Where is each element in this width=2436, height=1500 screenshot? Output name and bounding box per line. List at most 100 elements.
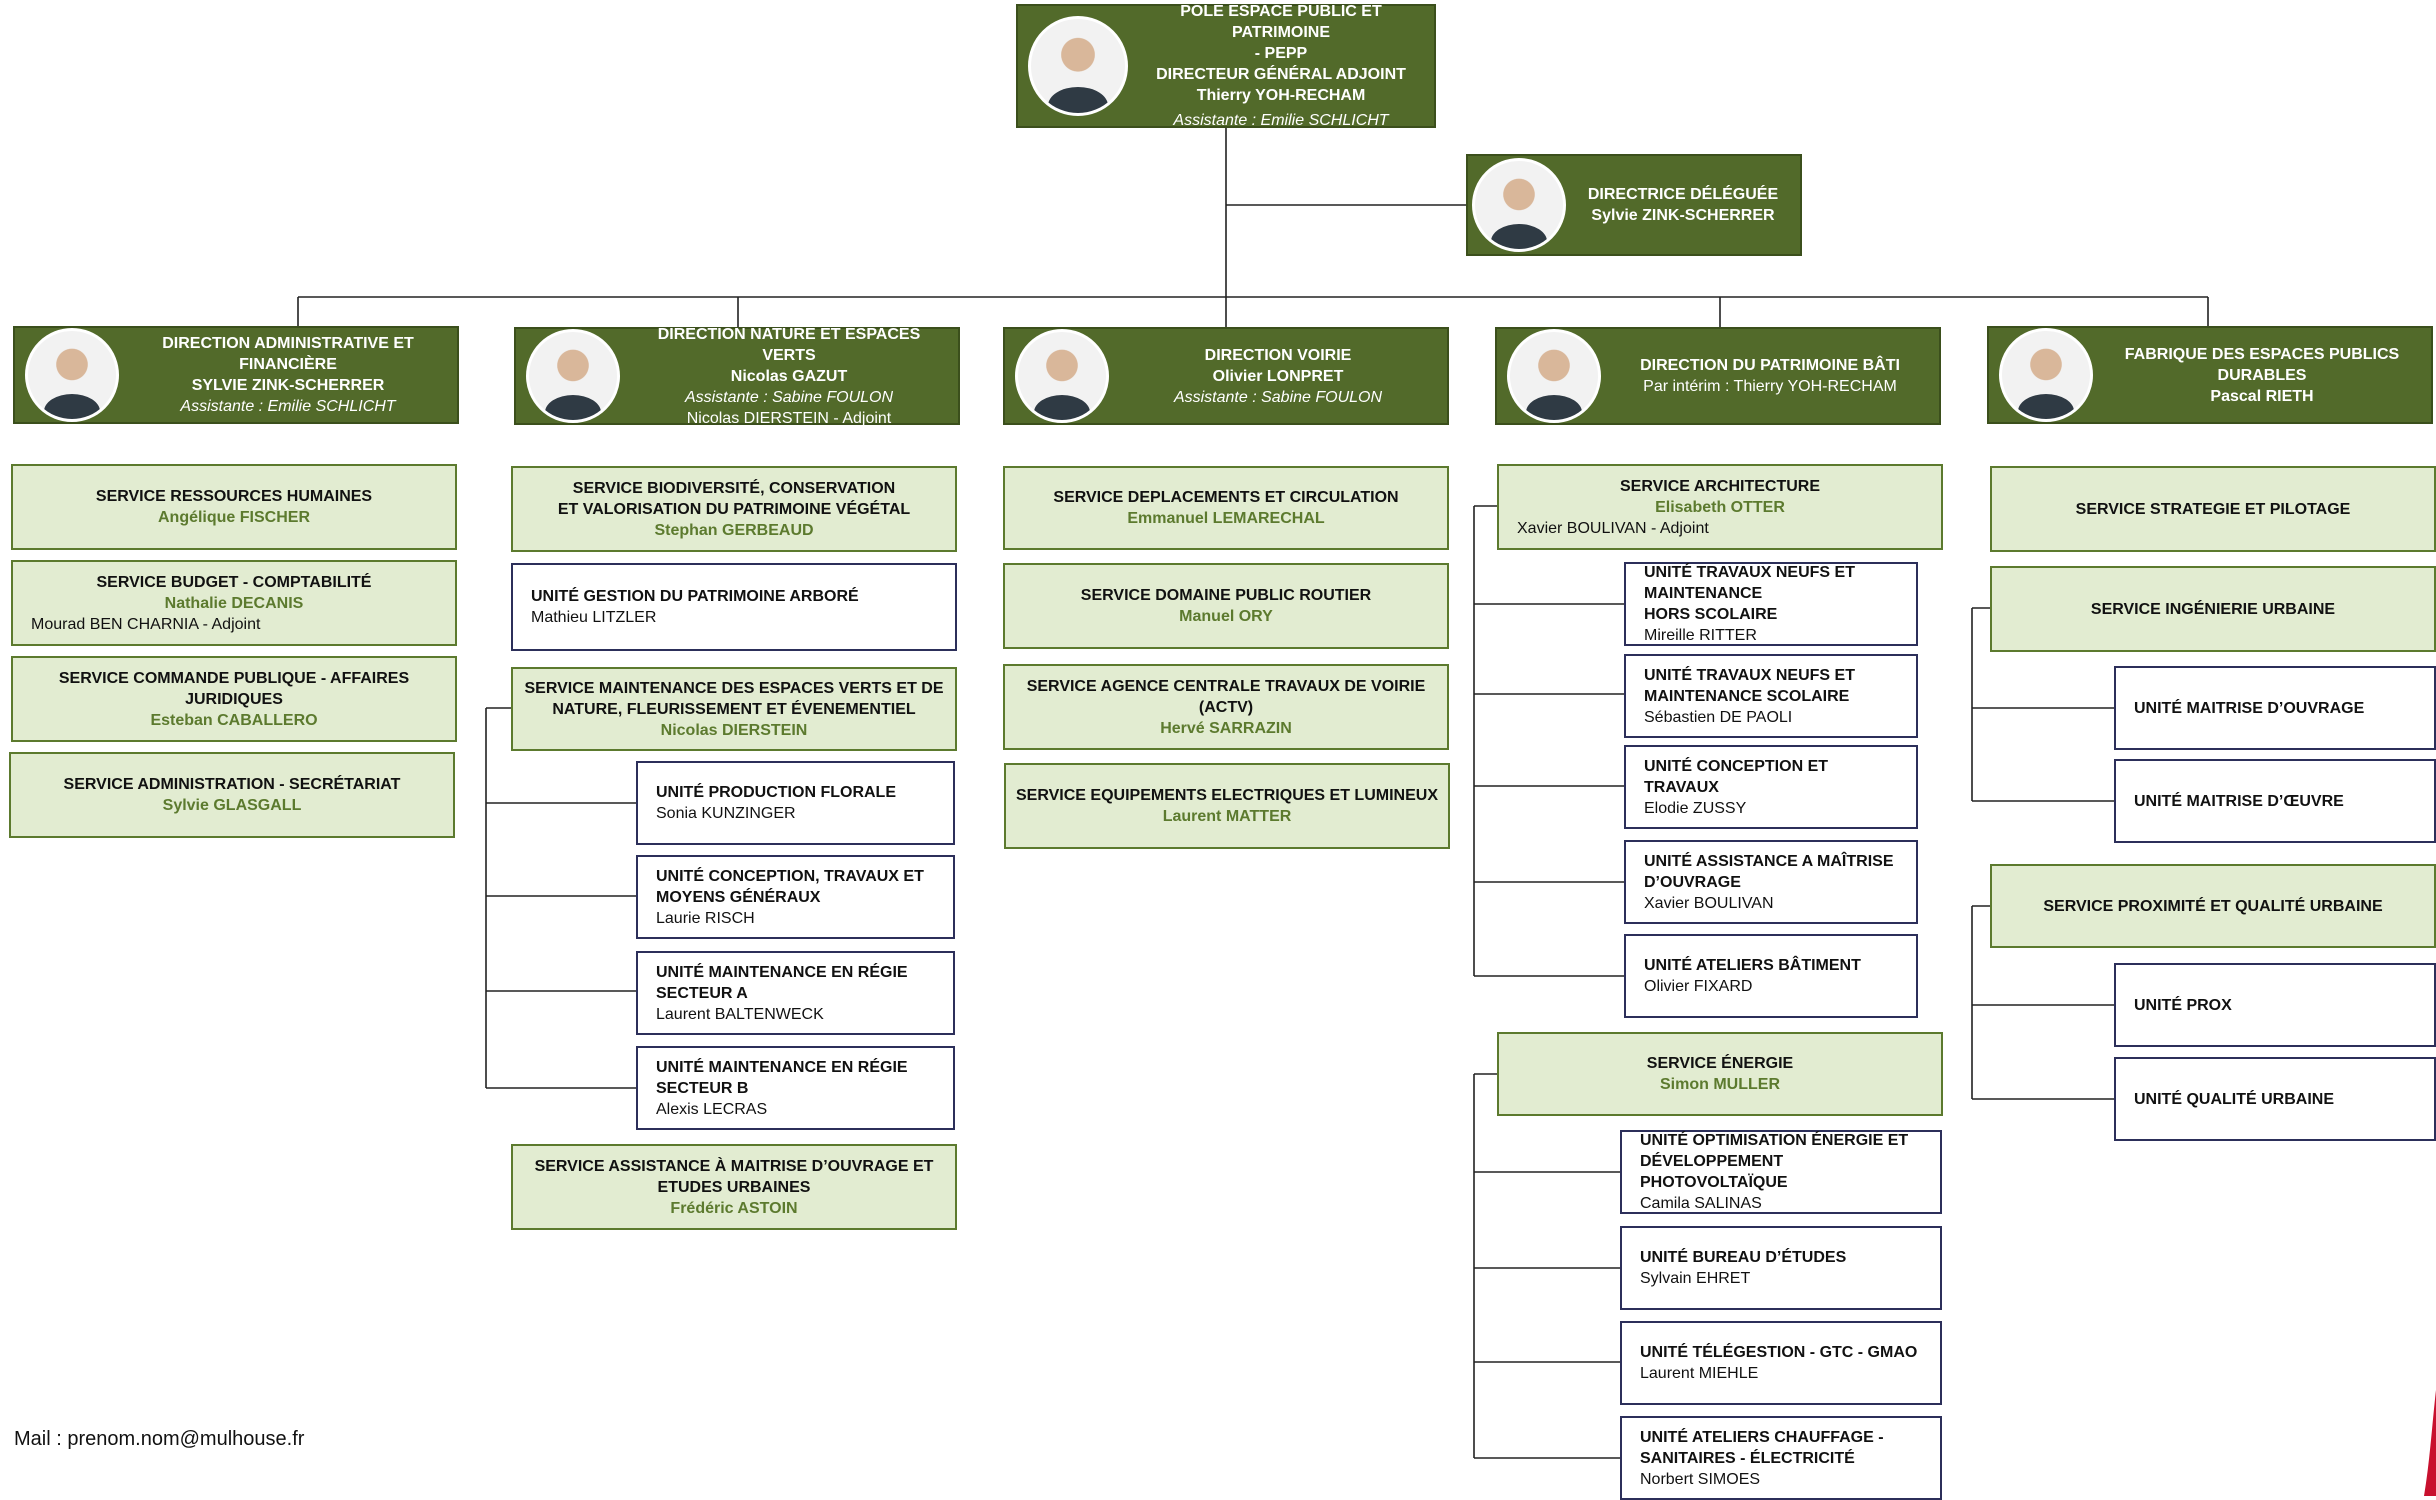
unit-maintenance-b-head: Alexis LECRAS (656, 1100, 768, 1118)
service-deplacements-head: Emmanuel LEMARECHAL (1127, 510, 1325, 527)
unit-travaux-scolaire-box: UNITÉ TRAVAUX NEUFS ET MAINTENANCE SCOLA… (1624, 654, 1918, 738)
service-domaine-public-title: SERVICE DOMAINE PUBLIC ROUTIER (1080, 587, 1372, 604)
service-rh-box: SERVICE RESSOURCES HUMAINES Angélique FI… (11, 464, 457, 550)
direction-voirie-title: DIRECTION VOIRIE (1204, 346, 1352, 364)
service-rh-title: SERVICE RESSOURCES HUMAINES (95, 488, 373, 505)
unit-assistance-moa-head: Xavier BOULIVAN (1644, 894, 1774, 912)
unit-optimisation-energie-title1: UNITÉ OPTIMISATION ÉNERGIE ET (1640, 1132, 1909, 1149)
unit-travaux-scolaire-title2: MAINTENANCE SCOLAIRE (1644, 687, 1850, 705)
service-actv-title2: (ACTV) (1198, 698, 1254, 716)
service-domaine-public-head: Manuel ORY (1179, 608, 1273, 625)
deputy-role: DIRECTRICE DÉLÉGUÉE (1587, 186, 1779, 203)
service-amo-etudes-head: Frédéric ASTOIN (670, 1199, 798, 1217)
unit-maitrise-ouvrage-box: UNITÉ MAITRISE D’OUVRAGE (2114, 666, 2436, 750)
unit-production-florale-box: UNITÉ PRODUCTION FLORALE Sonia KUNZINGER (636, 761, 955, 845)
direction-patrimoine-title: DIRECTION DU PATRIMOINE BÂTI (1640, 357, 1900, 374)
unit-bureau-etudes-head: Sylvain EHRET (1640, 1270, 1751, 1287)
direction-voirie-box: DIRECTION VOIRIE Olivier LONPRET Assista… (1003, 327, 1449, 425)
service-admin-head: Sylvie GLASGALL (162, 797, 302, 814)
service-equipements-head: Laurent MATTER (1162, 808, 1292, 825)
unit-ateliers-batiment-head: Olivier FIXARD (1644, 978, 1753, 995)
deputy-photo-avatar (1472, 158, 1566, 252)
service-commande-title1: SERVICE COMMANDE PUBLIQUE - AFFAIRES (58, 669, 410, 687)
unit-conception-travaux-title2: MOYENS GÉNÉRAUX (656, 888, 821, 906)
unit-ateliers-batiment-box: UNITÉ ATELIERS BÂTIMENT Olivier FIXARD (1624, 934, 1918, 1018)
service-ingenierie-box: SERVICE INGÉNIERIE URBAINE (1990, 566, 2436, 652)
unit-travaux-hors-scolaire-title1: UNITÉ TRAVAUX NEUFS ET (1644, 564, 1855, 581)
direction-voirie-name: Olivier LONPRET (1212, 367, 1344, 385)
service-equipements-box: SERVICE EQUIPEMENTS ELECTRIQUES ET LUMIN… (1004, 763, 1450, 849)
unit-travaux-hors-scolaire-title2: MAINTENANCE (1644, 585, 1763, 602)
unit-maintenance-a-head: Laurent BALTENWECK (656, 1005, 824, 1023)
top-role: DIRECTEUR GÉNÉRAL ADJOINT (1156, 66, 1406, 83)
service-equipements-title: SERVICE EQUIPEMENTS ELECTRIQUES ET LUMIN… (1016, 787, 1438, 804)
service-energie-head: Simon MULLER (1660, 1076, 1780, 1093)
unit-prox-title: UNITÉ PROX (2134, 996, 2232, 1014)
service-maintenance-ev-title2: NATURE, FLEURISSEMENT ET ÉVENEMENTIEL (552, 700, 916, 718)
unit-conception-travaux-title1: UNITÉ CONCEPTION, TRAVAUX ET (656, 867, 924, 885)
direction-admin-title1: DIRECTION ADMINISTRATIVE ET (162, 335, 414, 352)
service-amo-etudes-title1: SERVICE ASSISTANCE À MAITRISE D’OUVRAGE … (534, 1157, 934, 1175)
direction-admin-title2: FINANCIÈRE (239, 356, 337, 373)
unit-arbore-title: UNITÉ GESTION DU PATRIMOINE ARBORÉ (531, 588, 859, 605)
unit-conception-travaux-head: Laurie RISCH (656, 909, 755, 927)
service-proximite-title: SERVICE PROXIMITÉ ET QUALITÉ URBAINE (2043, 897, 2383, 915)
service-biodiversite-head: Stephan GERBEAUD (654, 521, 814, 539)
unit-qualite-urbaine-title: UNITÉ QUALITÉ URBAINE (2134, 1090, 2334, 1108)
unit-optimisation-energie-head: Camila SALINAS (1640, 1195, 1762, 1212)
direction-patrimoine-photo-avatar (1507, 329, 1601, 423)
direction-admin-photo-avatar (25, 328, 119, 422)
unit-travaux-hors-scolaire-box: UNITÉ TRAVAUX NEUFS ET MAINTENANCE HORS … (1624, 562, 1918, 646)
unit-conception-travaux-bati-title: UNITÉ CONCEPTION ET TRAVAUX (1644, 757, 1829, 796)
unit-arbore-box: UNITÉ GESTION DU PATRIMOINE ARBORÉ Mathi… (511, 563, 957, 651)
unit-assistance-moa-box: UNITÉ ASSISTANCE A MAÎTRISE D’OUVRAGE Xa… (1624, 840, 1918, 924)
unit-telegestion-title: UNITÉ TÉLÉGESTION - GTC - GMAO (1640, 1344, 1918, 1361)
service-biodiversite-box: SERVICE BIODIVERSITÉ, CONSERVATION ET VA… (511, 466, 957, 552)
service-ingenierie-title: SERVICE INGÉNIERIE URBAINE (2090, 600, 2336, 618)
service-commande-box: SERVICE COMMANDE PUBLIQUE - AFFAIRES JUR… (11, 656, 457, 742)
unit-bureau-etudes-box: UNITÉ BUREAU D’ÉTUDES Sylvain EHRET (1620, 1226, 1942, 1310)
service-rh-head: Angélique FISCHER (157, 509, 310, 526)
service-amo-etudes-box: SERVICE ASSISTANCE À MAITRISE D’OUVRAGE … (511, 1144, 957, 1230)
contact-mail: Mail : prenom.nom@mulhouse.fr (14, 1428, 305, 1450)
unit-ateliers-chauffage-title1: UNITÉ ATELIERS CHAUFFAGE - (1640, 1428, 1884, 1446)
unit-assistance-moa-title1: UNITÉ ASSISTANCE A MAÎTRISE (1644, 852, 1894, 870)
direction-nature-name: Nicolas GAZUT (730, 367, 848, 385)
direction-nature-deputy: Nicolas DIERSTEIN - Adjoint (686, 409, 892, 427)
unit-maitrise-oeuvre-box: UNITÉ MAITRISE D’ŒUVRE (2114, 759, 2436, 843)
direction-admin-box: DIRECTION ADMINISTRATIVE ET FINANCIÈRE S… (13, 326, 459, 424)
direction-nature-assistant: Assistante : Sabine FOULON (684, 388, 894, 406)
unit-arbore-head: Mathieu LITZLER (531, 609, 657, 626)
service-domaine-public-box: SERVICE DOMAINE PUBLIC ROUTIER Manuel OR… (1003, 563, 1449, 649)
service-strategie-box: SERVICE STRATEGIE ET PILOTAGE (1990, 466, 2436, 552)
service-actv-title1: SERVICE AGENCE CENTRALE TRAVAUX DE VOIRI… (1026, 677, 1426, 695)
service-deplacements-box: SERVICE DEPLACEMENTS ET CIRCULATION Emma… (1003, 466, 1449, 550)
decorative-corner-mark (2424, 1390, 2436, 1496)
direction-fabrique-box: FABRIQUE DES ESPACES PUBLICS DURABLES Pa… (1987, 326, 2433, 424)
unit-production-florale-head: Sonia KUNZINGER (656, 805, 796, 822)
service-strategie-title: SERVICE STRATEGIE ET PILOTAGE (2075, 500, 2351, 518)
unit-telegestion-head: Laurent MIEHLE (1640, 1365, 1759, 1382)
unit-ateliers-chauffage-head: Norbert SIMOES (1640, 1470, 1761, 1488)
unit-qualite-urbaine-box: UNITÉ QUALITÉ URBAINE (2114, 1057, 2436, 1141)
service-maintenance-ev-title1: SERVICE MAINTENANCE DES ESPACES VERTS ET… (524, 679, 944, 697)
direction-voirie-photo-avatar (1015, 329, 1109, 423)
service-biodiversite-title2: ET VALORISATION DU PATRIMOINE VÉGÉTAL (557, 500, 911, 518)
unit-conception-travaux-bati-head: Elodie ZUSSY (1644, 799, 1747, 817)
direction-admin-name: SYLVIE ZINK-SCHERRER (191, 377, 385, 394)
unit-conception-travaux-box: UNITÉ CONCEPTION, TRAVAUX ET MOYENS GÉNÉ… (636, 855, 955, 939)
top-title-line2: - PEPP (1254, 45, 1308, 62)
unit-optimisation-energie-title2: DÉVELOPPEMENT PHOTOVOLTAÏQUE (1640, 1153, 1788, 1191)
top-director-box: POLE ESPACE PUBLIC ET PATRIMOINE - PEPP … (1016, 3, 1436, 129)
unit-travaux-scolaire-head: Sébastien DE PAOLI (1644, 708, 1793, 726)
unit-prox-box: UNITÉ PROX (2114, 963, 2436, 1047)
unit-optimisation-energie-box: UNITÉ OPTIMISATION ÉNERGIE ET DÉVELOPPEM… (1620, 1130, 1942, 1214)
unit-maintenance-b-box: UNITÉ MAINTENANCE EN RÉGIE SECTEUR B Ale… (636, 1046, 955, 1130)
service-deplacements-title: SERVICE DEPLACEMENTS ET CIRCULATION (1053, 489, 1399, 506)
service-budget-title: SERVICE BUDGET - COMPTABILITÉ (96, 573, 372, 591)
unit-maitrise-oeuvre-title: UNITÉ MAITRISE D’ŒUVRE (2134, 792, 2344, 810)
unit-travaux-hors-scolaire-title3: HORS SCOLAIRE (1644, 606, 1778, 623)
unit-bureau-etudes-title: UNITÉ BUREAU D’ÉTUDES (1640, 1249, 1847, 1266)
service-energie-box: SERVICE ÉNERGIE Simon MULLER (1497, 1032, 1943, 1116)
